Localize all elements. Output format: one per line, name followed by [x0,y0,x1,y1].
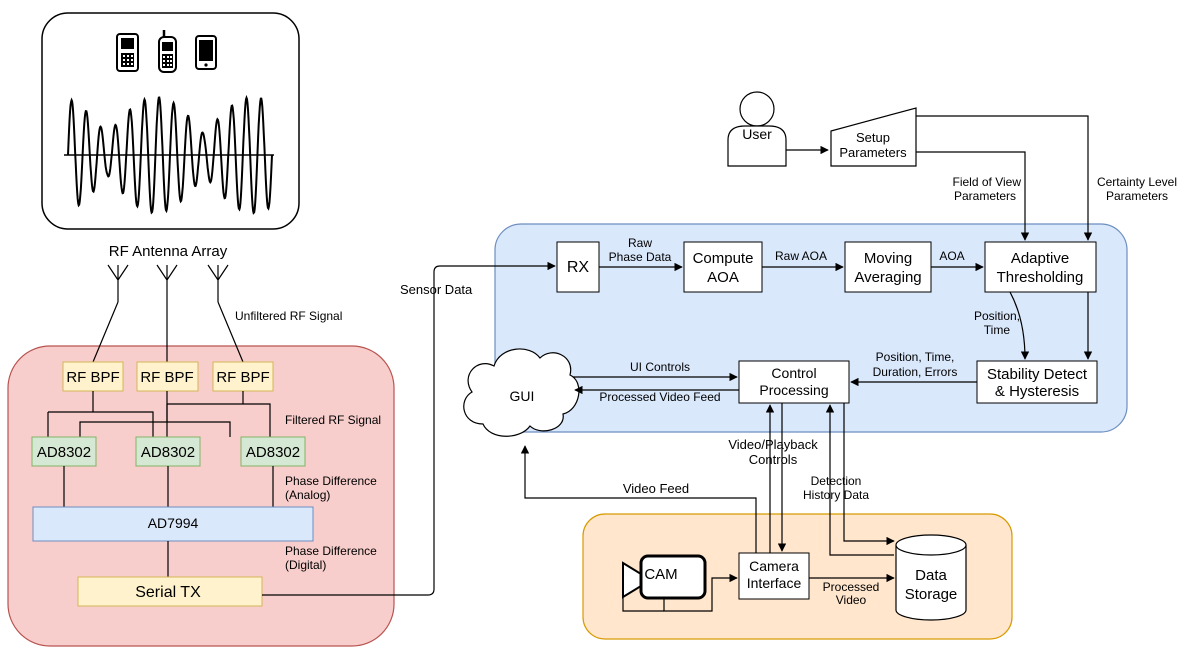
svg-text:Data: Data [915,567,947,584]
phase-analog-label: Phase Difference [285,474,377,488]
sensor-data-label: Sensor Data [400,282,473,297]
svg-text:Phase Data: Phase Data [609,250,672,264]
aoa-label: AOA [939,249,964,263]
flip-phone-icon [158,30,177,73]
fov-label: Field of View [953,175,1022,189]
serial-tx-box: Serial TX [77,576,263,607]
detection-history-label: Detection [811,474,862,488]
phase-digital-label: Phase Difference [285,544,377,558]
ui-controls-label: UI Controls [630,360,690,374]
svg-text:(Digital): (Digital) [285,558,326,572]
processed-video-label: Processed [823,580,880,594]
svg-text:Parameters: Parameters [954,189,1016,203]
svg-text:AD8302: AD8302 [37,444,91,461]
playback-label: Video/Playback [728,437,818,452]
ad8302-detector: AD8302 [31,436,97,467]
svg-text:Moving: Moving [864,250,912,267]
svg-text:Video: Video [836,593,867,607]
antenna-icon [156,264,178,302]
raw-aoa-label: Raw AOA [775,249,827,263]
svg-text:AOA: AOA [707,269,739,286]
svg-text:AD7994: AD7994 [148,515,199,531]
svg-text:Interface: Interface [747,575,802,591]
position-time-label: Position, [974,309,1020,323]
ad8302-detector: AD8302 [240,436,306,467]
unfiltered-rf-label: Unfiltered RF Signal [235,309,342,323]
antenna-icon [207,264,229,302]
svg-text:GUI: GUI [510,388,535,404]
svg-text:Camera: Camera [749,558,799,574]
processed-video-feed-label: Processed Video Feed [599,390,720,404]
svg-text:(Analog): (Analog) [285,488,330,502]
camera-icon: CAM [622,554,707,600]
rf-bpf-box: RF BPF [62,361,124,392]
svg-text:Storage: Storage [905,586,958,603]
svg-text:Time: Time [984,323,1011,337]
ad7994-adc: AD7994 [32,506,314,542]
svg-text:Serial TX: Serial TX [135,584,201,601]
rx-box: RX [556,241,600,293]
svg-text:RX: RX [567,259,590,276]
position-errors-label: Position, Time, [876,350,955,364]
processing-group [494,223,1128,433]
antenna-array-label: RF Antenna Array [109,243,228,260]
svg-text:Control: Control [771,365,816,381]
rf-bpf-box: RF BPF [212,361,274,392]
svg-text:RF BPF: RF BPF [66,369,119,386]
setup-parameters-shape: Setup Parameters [830,107,917,167]
svg-text:Parameters: Parameters [1106,189,1168,203]
svg-text:Parameters: Parameters [839,145,907,160]
svg-text:Processing: Processing [759,382,828,398]
certainty-label: Certainty Level [1097,175,1177,189]
rf-waveform [67,94,273,215]
svg-text:Stability Detect: Stability Detect [987,366,1088,383]
svg-text:RF BPF: RF BPF [140,369,193,386]
ad8302-detector: AD8302 [135,436,201,467]
svg-text:AD8302: AD8302 [141,444,195,461]
raw-phase-label: Raw [628,236,652,250]
svg-text:& Hysteresis: & Hysteresis [995,383,1079,400]
signal-panel [41,12,300,230]
camera-interface-box: Camera Interface [738,552,810,600]
svg-text:AD8302: AD8302 [246,444,300,461]
video-feed-label: Video Feed [623,481,689,496]
hardware-group [7,345,395,647]
adaptive-thresholding-box: Adaptive Thresholding [984,241,1097,293]
moving-averaging-box: Moving Averaging [844,241,932,293]
svg-text:Duration, Errors: Duration, Errors [873,365,958,379]
gui-cloud: GUI [463,348,580,437]
smartphone-icon [195,35,217,70]
svg-text:Thresholding: Thresholding [997,269,1084,286]
compute-aoa-box: Compute AOA [683,241,763,293]
svg-text:RF BPF: RF BPF [216,369,269,386]
svg-text:CAM: CAM [644,566,677,583]
svg-text:Averaging: Averaging [854,269,921,286]
stability-detect-box: Stability Detect & Hysteresis [976,360,1098,404]
user-icon: User [727,91,787,167]
svg-text:User: User [742,126,772,142]
data-storage-cylinder: Data Storage [895,534,967,621]
svg-text:Adaptive: Adaptive [1011,250,1069,267]
rf-bpf-box: RF BPF [136,361,199,392]
svg-text:Compute: Compute [693,250,754,267]
svg-text:Setup: Setup [856,130,890,145]
feature-phone-icon [116,33,139,72]
svg-text:History Data: History Data [803,488,869,502]
svg-text:Controls: Controls [749,452,798,467]
filtered-rf-label: Filtered RF Signal [285,413,381,427]
control-processing-box: Control Processing [738,360,850,404]
antenna-icon [107,264,129,302]
